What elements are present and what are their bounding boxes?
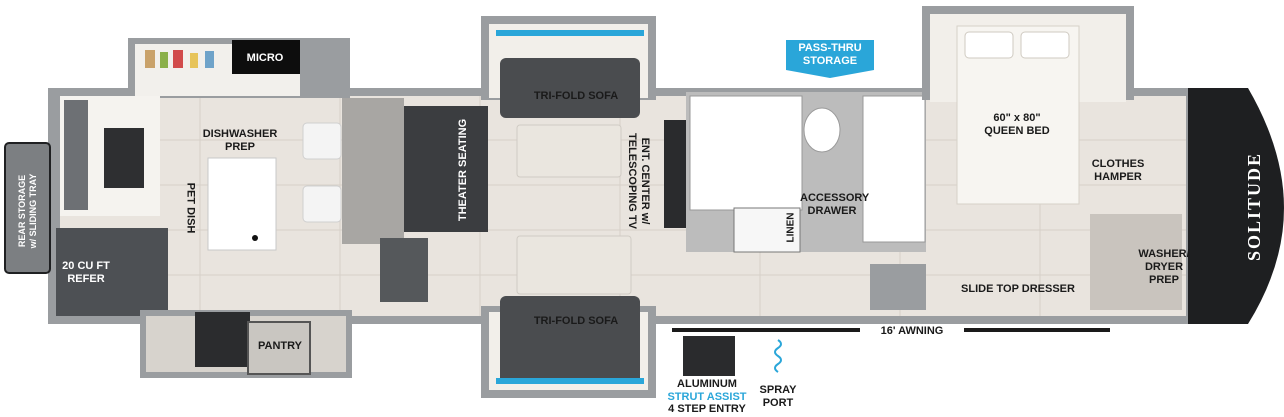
label-linen: LINEN xyxy=(785,212,797,243)
label-ent-center: ENT. CENTER w/ TELESCOPING TV xyxy=(626,133,651,229)
kitchen-sink xyxy=(104,128,144,188)
label-rear-storage: REAR STORAGE w/ SLIDING TRAY xyxy=(17,173,38,249)
label-pantry: PANTRY xyxy=(258,340,302,352)
refrigerator xyxy=(56,228,168,316)
label-slide-top-dresser: SLIDE TOP DRESSER xyxy=(961,283,1075,295)
entertainment-center xyxy=(664,120,686,228)
label-pet-dish: PET DISH xyxy=(184,182,197,234)
label-clothes-hamper: CLOTHES HAMPER xyxy=(1091,158,1145,183)
toilet xyxy=(803,107,841,153)
upper-cabinets xyxy=(145,50,214,68)
label-awning: 16' AWNING xyxy=(860,325,964,338)
washer-dryer-area xyxy=(1090,214,1182,310)
entry-steps xyxy=(683,336,735,376)
label-entry-line1: ALUMINUM xyxy=(677,378,737,390)
label-queen-bed: 60" x 80" QUEEN BED xyxy=(984,112,1050,137)
label-pass-thru-storage: PASS-THRU STORAGE xyxy=(798,42,862,67)
brand-logo: SOLITUDE xyxy=(1244,151,1265,262)
cooktop xyxy=(195,312,250,367)
label-accessory-drawer: ACCESSORY DRAWER xyxy=(800,192,870,217)
tri-fold-sofa-top xyxy=(500,58,640,118)
label-tri-fold-sofa-bottom: TRI-FOLD SOFA xyxy=(533,315,619,327)
microwave xyxy=(232,40,300,74)
label-micro: MICRO xyxy=(246,52,284,64)
label-entry-line2: STRUT ASSIST xyxy=(667,391,747,403)
label-entry-line3: 4 STEP ENTRY xyxy=(668,403,746,415)
label-washer-dryer-prep: WASHER/ DRYER PREP xyxy=(1138,248,1190,286)
spray-port xyxy=(774,339,782,373)
rear-storage xyxy=(4,142,51,274)
dresser-slide xyxy=(870,264,926,310)
label-refer: 20 CU FT REFER xyxy=(62,260,110,285)
shower xyxy=(689,95,803,211)
tri-fold-sofa-bottom xyxy=(500,296,640,384)
pass-thru-arrow xyxy=(786,40,874,78)
linen-closet xyxy=(733,207,801,253)
label-tri-fold-sofa-top: TRI-FOLD SOFA xyxy=(533,90,619,102)
label-theater-seating: THEATER SEATING xyxy=(457,118,470,222)
label-spray-port: SPRAY PORT xyxy=(759,384,797,409)
pantry xyxy=(247,321,311,375)
label-dishwasher-prep: DISHWASHER PREP xyxy=(202,128,278,153)
kitchen-island xyxy=(207,157,277,251)
vanity xyxy=(862,95,926,243)
theater-seating xyxy=(404,106,488,232)
front-cap xyxy=(1188,88,1284,324)
